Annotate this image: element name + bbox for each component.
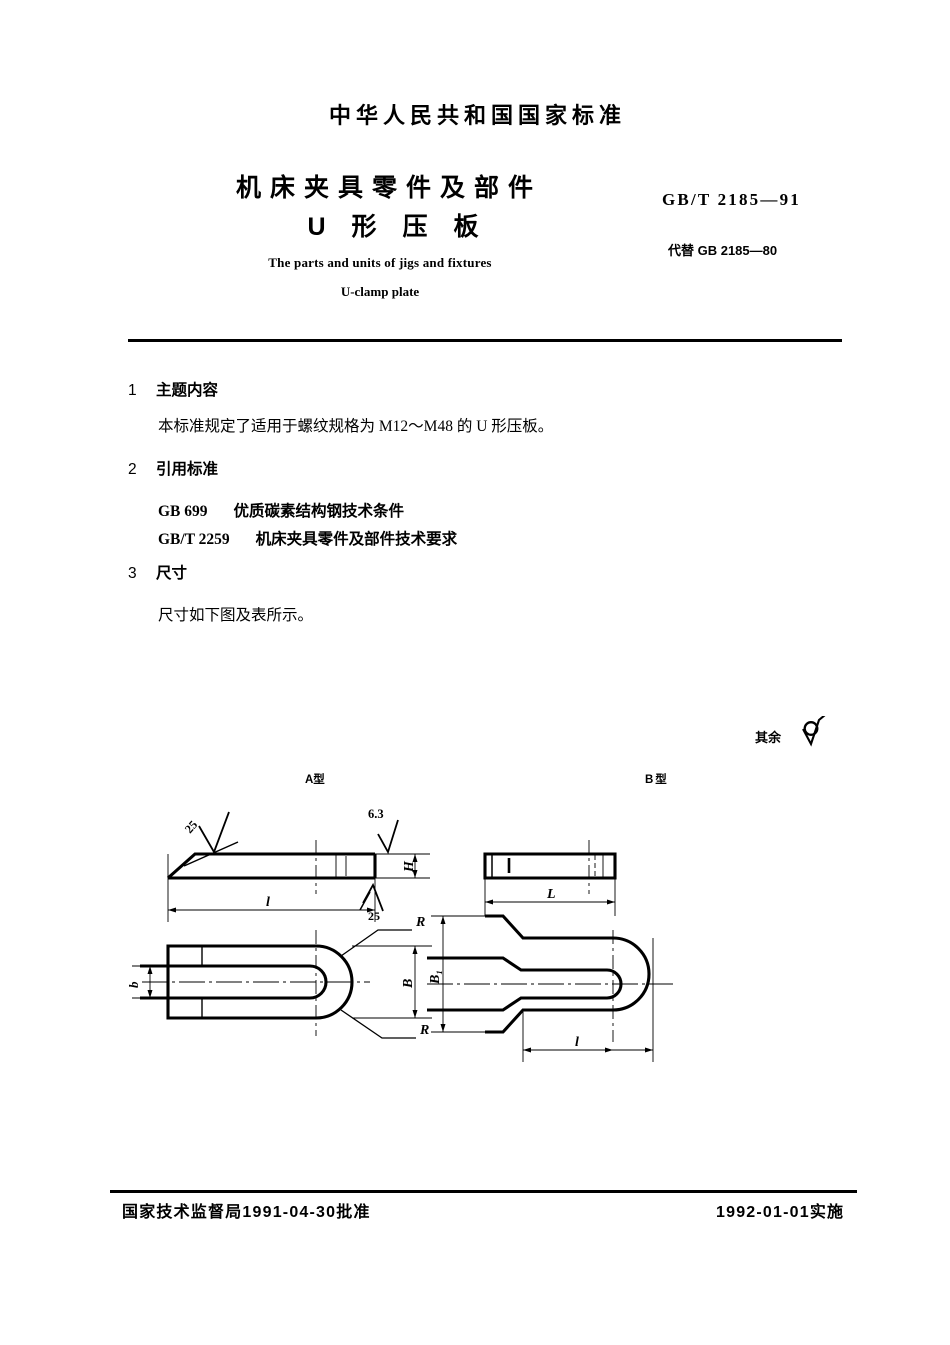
type-b-drawing: L B₁ l <box>427 840 673 1062</box>
footer-divider-rule <box>110 1190 857 1193</box>
surface-finish-symbol-icon <box>802 716 826 747</box>
footer-approval-text: 国家技术监督局1991-04-30批准 <box>122 1204 371 1221</box>
type-a-slot-width-label: b <box>126 981 141 988</box>
reference-2-title: 机床夹具零件及部件技术要求 <box>255 531 458 548</box>
section-1-heading-text: 主题内容 <box>156 382 219 399</box>
type-b-length-label: l <box>575 1035 579 1050</box>
type-a-side-roughness-label: 25 <box>368 909 380 923</box>
reference-item-2: GB/T 2259 机床夹具零件及部件技术要求 <box>158 527 457 549</box>
type-a-drawing: 25 6.3 25 H l b B R R <box>126 807 432 1039</box>
reference-2-code: GB/T 2259 <box>158 531 230 548</box>
type-a-radius-top-label: R <box>415 915 425 930</box>
section-1-body: 本标准规定了适用于螺纹规格为 M12～M48 的 U 形压板。 <box>158 418 554 435</box>
header-divider-rule <box>128 339 842 342</box>
replaces-standard-note: 代替 GB 2185—80 <box>668 243 778 258</box>
type-a-fork-width-label: B <box>401 979 416 989</box>
reference-item-1: GB 699 优质碳素结构钢技术条件 <box>158 499 404 521</box>
type-b-title: B型 <box>645 774 669 786</box>
section-3-body: 尺寸如下图及表所示。 <box>158 607 314 624</box>
technical-drawing-figure: 其余 A型 B型 <box>0 620 950 1080</box>
section-3-heading-text: 尺寸 <box>156 565 188 582</box>
type-a-top-roughness-label: 6.3 <box>368 807 384 821</box>
national-standard-line: 中华人民共和国国家标准 <box>328 103 626 128</box>
footer-effective-date-text: 1992-01-01实施 <box>716 1204 845 1221</box>
reference-1-code: GB 699 <box>158 503 208 520</box>
english-title-line-1: The parts and units of jigs and fixtures <box>268 255 492 270</box>
type-a-title: A型 <box>305 774 325 786</box>
reference-1-title: 优质碳素结构钢技术条件 <box>233 503 405 520</box>
english-title-line-2: U-clamp plate <box>340 284 420 299</box>
type-a-length-label: l <box>266 895 270 910</box>
type-a-height-label: H <box>402 860 417 873</box>
general-roughness-note-label: 其余 <box>755 730 782 745</box>
document-title-line-1: 机床夹具零件及部件 <box>235 174 542 202</box>
section-1-number: 1 <box>128 382 137 399</box>
section-2-heading-text: 引用标准 <box>156 461 219 478</box>
section-3-number: 3 <box>128 565 137 582</box>
section-3-heading: 3 尺寸 <box>128 561 187 583</box>
section-2-heading: 2 引用标准 <box>128 457 218 479</box>
type-b-fork-width-label: B₁ <box>428 970 443 985</box>
document-title-line-2: U形压板 <box>307 213 505 241</box>
type-a-radius-bottom-label: R <box>419 1023 429 1038</box>
section-2-number: 2 <box>128 461 137 478</box>
standard-number: GB/T 2185—91 <box>662 190 801 209</box>
type-b-overall-length-label: L <box>546 887 556 902</box>
type-a-chamfer-roughness-label: 25 <box>182 818 200 836</box>
section-1-heading: 1 主题内容 <box>128 378 218 400</box>
